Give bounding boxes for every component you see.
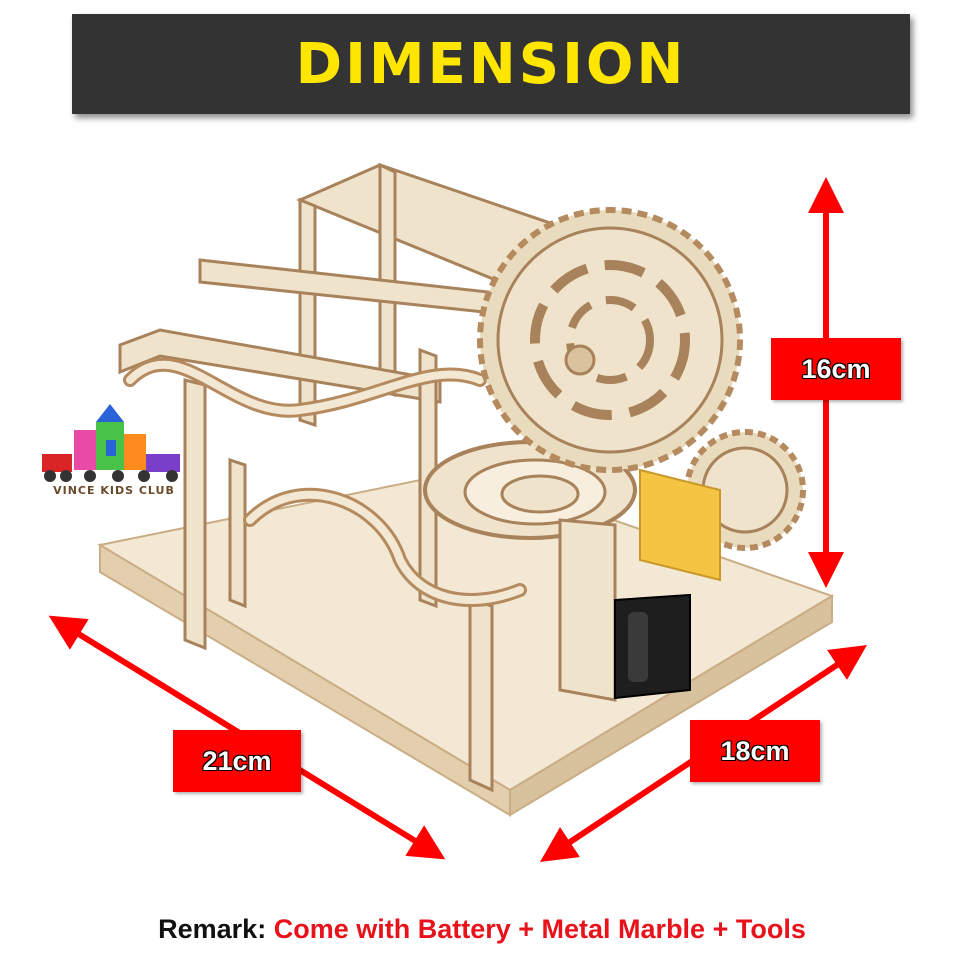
large-gear [477,207,743,473]
length-label: 21cm [173,730,301,792]
remark-text: Come with Battery + Metal Marble + Tools [273,914,806,944]
battery-holder [614,593,691,700]
width-value: 18cm [720,735,790,766]
title-banner: DIMENSION [72,14,910,114]
brand-logo: VINCE KIDS CLUB [34,400,194,510]
motor [639,468,721,582]
length-value: 21cm [202,745,272,776]
remark-line: Remark: Come with Battery + Metal Marble… [0,914,964,945]
height-value: 16cm [801,353,871,384]
logo-text: VINCE KIDS CLUB [53,484,175,497]
banner-title: DIMENSION [295,31,687,97]
height-label: 16cm [771,338,901,400]
width-label: 18cm [690,720,820,782]
remark-label: Remark: [158,914,267,944]
